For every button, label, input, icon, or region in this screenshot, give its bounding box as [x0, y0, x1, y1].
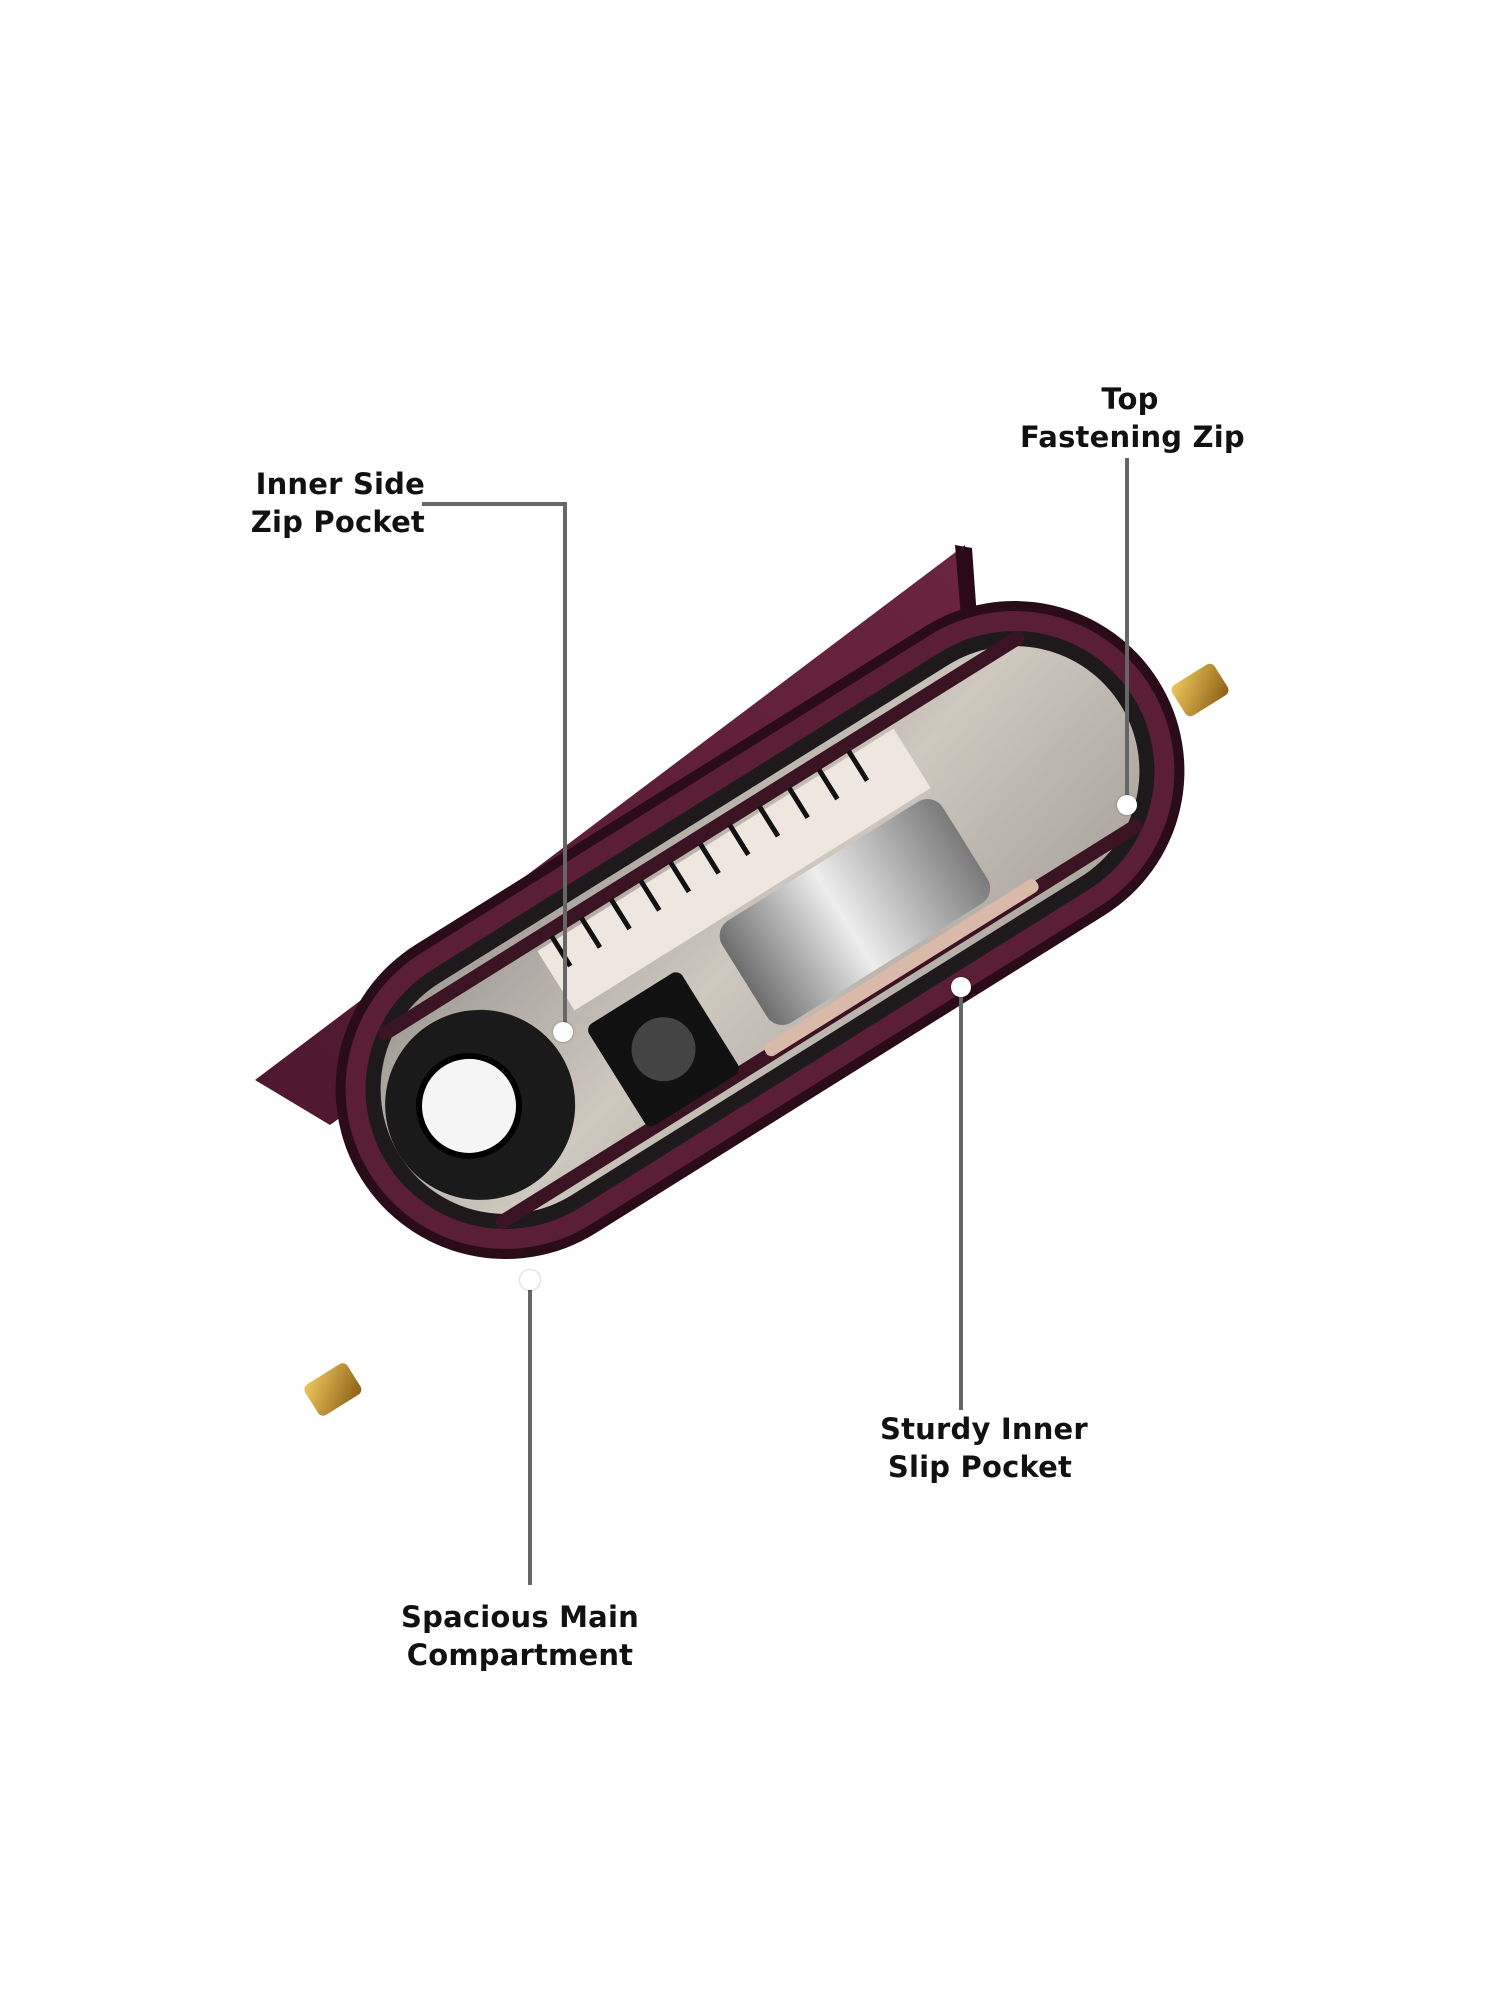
callout-line-1: Top — [1101, 382, 1159, 416]
callout-inner-side-zip-label: Inner Side Zip Pocket — [240, 465, 425, 541]
callout-line-2: Zip Pocket — [250, 505, 425, 539]
strap-hardware-bottom — [304, 1363, 362, 1416]
callout-top-fastening-zip-label: Top Fastening Zip — [1020, 380, 1245, 456]
bag-body — [335, 601, 1185, 1259]
callout-dot-sturdy-inner-slip — [951, 977, 971, 997]
callout-line-1: Sturdy Inner — [880, 1412, 1088, 1446]
leader-line-spacious-main — [528, 1280, 532, 1585]
strap-hardware-top — [1171, 663, 1229, 717]
callout-spacious-main-label: Spacious Main Compartment — [400, 1598, 640, 1674]
leader-line-inner-side-zip-h — [422, 502, 567, 506]
callout-line-1: Spacious Main — [401, 1600, 639, 1634]
callout-line-2: Fastening Zip — [1020, 420, 1245, 454]
callout-line-1: Inner Side — [255, 467, 425, 501]
leader-line-sturdy-inner-slip — [959, 987, 963, 1410]
callout-dot-inner-side-zip — [553, 1022, 573, 1042]
leader-line-top-fastening-zip — [1125, 458, 1129, 805]
leader-line-inner-side-zip-v — [563, 502, 567, 1032]
callout-sturdy-inner-slip-label: Sturdy Inner Slip Pocket — [880, 1410, 1088, 1486]
callout-line-2: Compartment — [406, 1638, 634, 1672]
callout-line-2: Slip Pocket — [887, 1450, 1073, 1484]
callout-dot-top-fastening-zip — [1117, 795, 1137, 815]
callout-dot-spacious-main — [520, 1270, 540, 1290]
